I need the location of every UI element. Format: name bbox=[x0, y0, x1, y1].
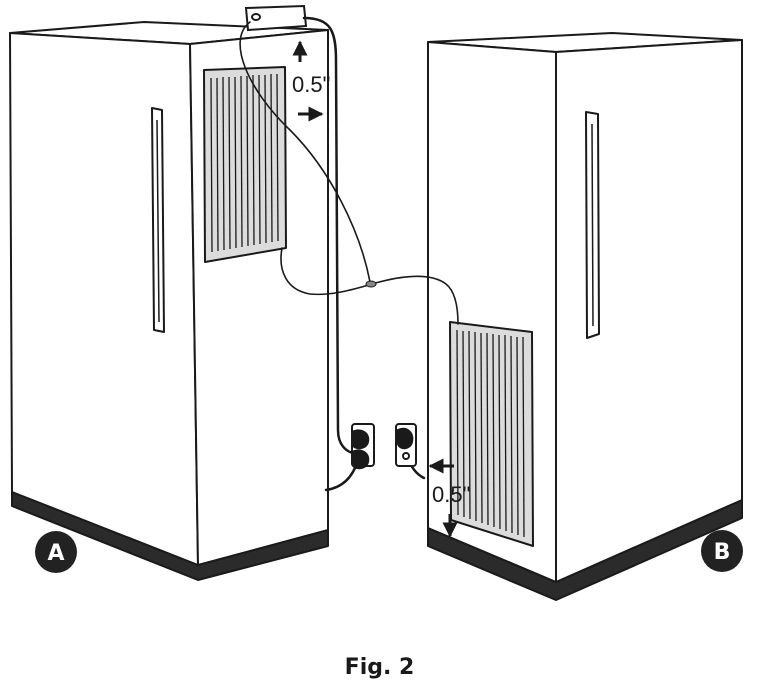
unit-b-coil-panel bbox=[449, 321, 534, 547]
controller-box bbox=[244, 4, 308, 32]
clearance-top-label: 0.5" bbox=[292, 72, 330, 97]
unit-a bbox=[9, 21, 329, 581]
unit-b-front bbox=[555, 39, 743, 583]
svg-text:A: A bbox=[47, 541, 64, 566]
outlet-a bbox=[351, 423, 375, 470]
cord-splice bbox=[365, 280, 377, 288]
clearance-bottom-callout bbox=[428, 458, 458, 538]
outlet-b bbox=[395, 423, 417, 467]
unit-a-coil-panel bbox=[203, 66, 287, 263]
unit-b-coil-lines bbox=[456, 329, 525, 538]
clearance-bottom-label: 0.5" bbox=[432, 482, 470, 507]
badge-a: A bbox=[35, 531, 77, 573]
plug-icon bbox=[351, 429, 370, 450]
plug-icon bbox=[397, 427, 414, 450]
unit-a-coil-lines bbox=[210, 73, 279, 253]
unit-b bbox=[427, 32, 743, 601]
svg-text:B: B bbox=[714, 540, 731, 565]
figure-caption: Fig. 2 bbox=[344, 655, 415, 680]
unit-a-front bbox=[9, 32, 199, 566]
power-cords bbox=[239, 16, 459, 492]
clearance-top-callout bbox=[292, 40, 324, 122]
badge-b: B bbox=[701, 530, 743, 572]
